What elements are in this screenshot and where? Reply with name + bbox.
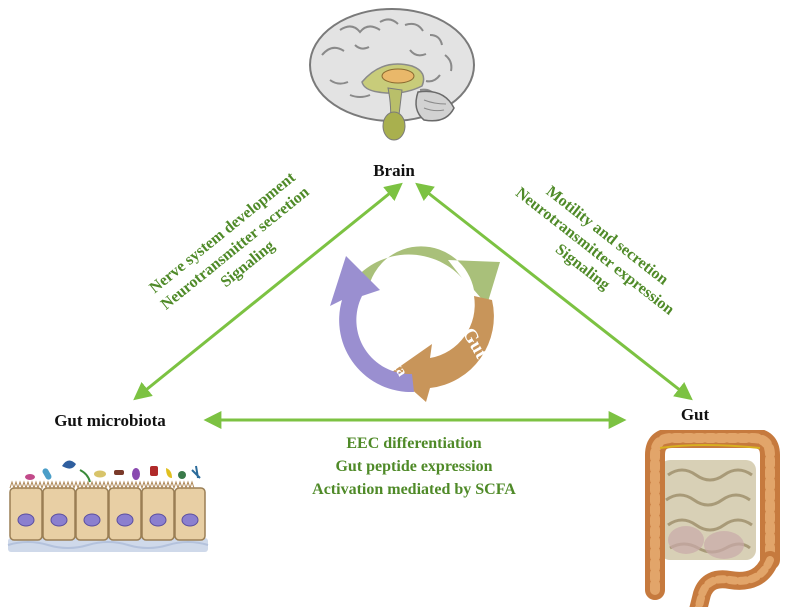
gut-microbiota-label: Gut microbiota (54, 411, 166, 430)
cycle-brain-label: Brain (389, 258, 439, 283)
cycle-microbiota-segment (330, 256, 414, 393)
cycle-brain-segment (350, 246, 500, 305)
bottom-edge-labels: EEC differentiation Gut peptide expressi… (312, 435, 516, 498)
right-edge-labels: Motility and secretion Neurotransmitter … (512, 183, 677, 319)
left-edge-line-2: Neurotransmitter secretion (158, 184, 313, 314)
gut-illustration (645, 430, 780, 607)
gut-label: Gut (681, 405, 710, 424)
brain-label: Brain (373, 161, 415, 180)
bottom-edge-line-2: Gut peptide expression (335, 458, 492, 475)
brain-illustration (309, 8, 475, 141)
microbiota-brain-arrow (133, 182, 403, 401)
brain-gut-arrow (415, 182, 693, 401)
right-edge-line-2: Neurotransmitter expression (512, 184, 677, 318)
bottom-edge-line-1: EEC differentiation (346, 435, 481, 452)
left-edge-labels: Nerve system development Neurotransmitte… (146, 169, 313, 314)
cycle-diagram: Brain Gut Microbiota (330, 246, 500, 402)
bottom-edge-line-3: Activation mediated by SCFA (312, 481, 516, 498)
cycle-gut-segment (392, 296, 494, 402)
gut-microbiota-illustration (7, 460, 209, 552)
